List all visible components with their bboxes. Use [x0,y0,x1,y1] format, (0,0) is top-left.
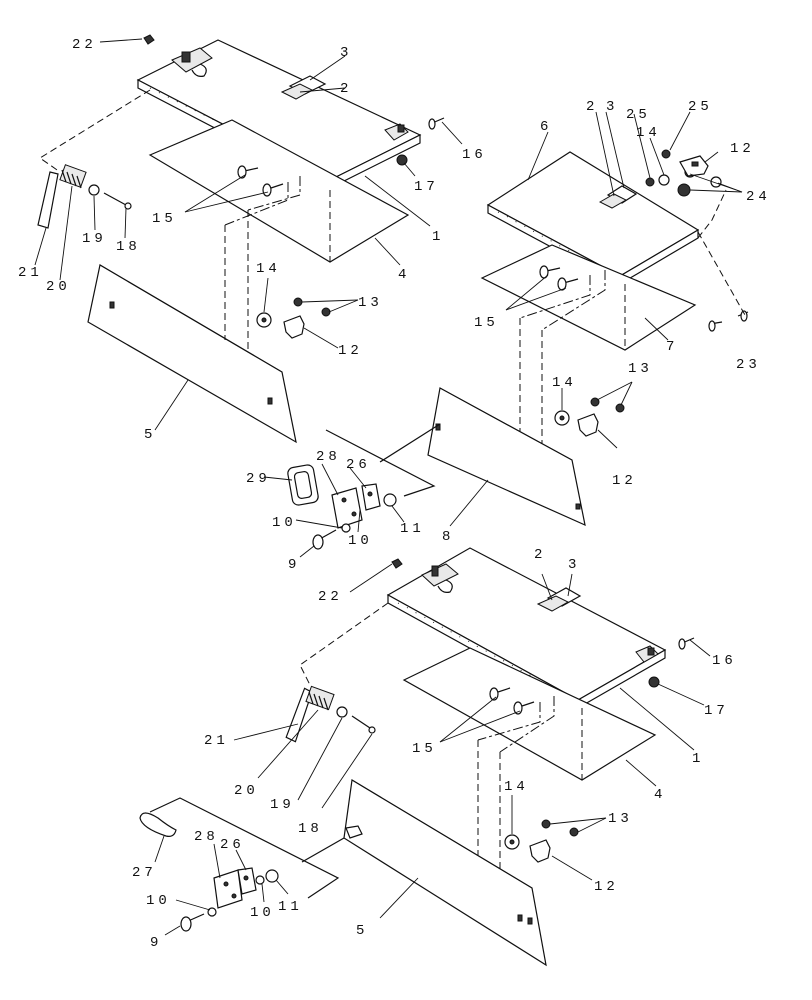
callout-11: 11 [400,521,425,537]
callout-2: 2 [534,547,546,563]
callout-20: 20 [234,783,259,799]
callout-18: 18 [116,239,141,255]
callout-21: 21 [18,265,43,281]
callout-4: 4 [654,787,666,803]
callout-3: 3 [568,557,580,573]
spring-rod-set-bottom [285,685,376,743]
callout-6: 6 [540,119,552,135]
callout-19: 19 [82,231,107,247]
callout-1: 1 [692,751,704,767]
callout-14: 14 [552,375,577,391]
rear-panel-middle [427,387,586,527]
callout-12: 12 [612,473,637,489]
callout-11: 11 [278,899,303,915]
callout-26: 26 [346,457,371,473]
callout-4: 4 [398,267,410,283]
callout-15: 15 [412,741,437,757]
callout-13: 13 [358,295,383,311]
callout-15: 15 [474,315,499,331]
callout-10: 10 [272,515,297,531]
front-panel-bottom [343,779,547,967]
callout-10: 10 [250,905,275,921]
callout-20: 20 [46,279,71,295]
gasket-sheet-top-right [480,244,697,351]
callout-16: 16 [462,147,487,163]
leaders-top-right [505,111,743,449]
callout-8: 8 [442,529,454,545]
callout-12: 12 [730,141,755,157]
callout-21: 21 [204,733,229,749]
callouts-top-left: 22 3 2 16 17 15 1 4 21 20 19 18 14 13 12… [18,37,487,443]
callout-22: 22 [318,589,343,605]
callouts-bottom: 22 2 3 16 17 15 1 4 21 20 19 18 14 13 12… [132,547,737,951]
callout-27: 27 [132,865,157,881]
front-panel-top-left [87,264,297,444]
leaders-middle [263,463,489,558]
gasket-sheet-bottom [402,647,657,781]
callout-12: 12 [338,343,363,359]
callouts-middle: 29 28 26 10 10 11 9 8 [246,449,454,573]
callout-15: 15 [152,211,177,227]
callout-17: 17 [704,703,729,719]
callout-10: 10 [348,533,373,549]
callout-13: 13 [608,811,633,827]
callouts-top-right: 6 2 3 25 25 14 12 24 15 7 23 14 13 12 [474,99,771,489]
callout-2: 2 [586,99,598,115]
callout-1: 1 [432,229,444,245]
assembly-bottom [139,547,695,967]
callout-28: 28 [194,829,219,845]
callout-7: 7 [666,339,678,355]
callout-14: 14 [256,261,281,277]
callout-13: 13 [628,361,653,377]
callout-23: 23 [736,357,761,373]
callout-2: 2 [340,81,352,97]
callout-18: 18 [298,821,323,837]
callout-5: 5 [356,923,368,939]
gasket-sheet-top-left [148,119,410,263]
assembly-top-left [37,34,445,444]
assembly-top-right [480,149,749,452]
callout-26: 26 [220,837,245,853]
callout-24: 24 [746,189,771,205]
callout-29: 29 [246,471,271,487]
callout-16: 16 [712,653,737,669]
callout-14: 14 [636,125,661,141]
callout-9: 9 [150,935,162,951]
spring-rod-set-top-left [37,164,132,229]
callout-12: 12 [594,879,619,895]
assembly-middle [287,387,586,550]
leaders-top-left [34,38,463,431]
callout-3: 3 [606,99,618,115]
lid-panel-top-right [486,151,700,277]
callout-3: 3 [340,45,352,61]
callout-9: 9 [288,557,300,573]
callout-22: 22 [72,37,97,53]
callout-14: 14 [504,779,529,795]
callout-25: 25 [626,107,651,123]
callout-19: 19 [270,797,295,813]
callout-17: 17 [414,179,439,195]
callout-5: 5 [144,427,156,443]
leaders-bottom [154,563,711,936]
callout-25: 25 [688,99,713,115]
callout-28: 28 [316,449,341,465]
callout-10: 10 [146,893,171,909]
